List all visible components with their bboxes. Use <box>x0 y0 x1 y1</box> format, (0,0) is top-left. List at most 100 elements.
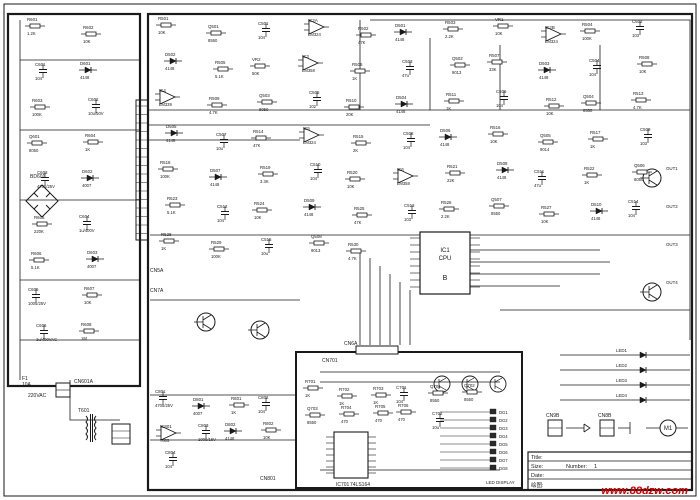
main-c503-value: 47u <box>402 73 410 78</box>
main-r516-body <box>492 131 504 137</box>
disp-r705-body <box>377 410 389 416</box>
main-c509-ref: C509 <box>640 127 651 132</box>
main-q503-body <box>261 99 273 105</box>
transformer-primary-coil <box>85 415 88 441</box>
main-r501-body <box>160 22 172 28</box>
main-d508-triangle <box>501 166 509 174</box>
main-d504-value: 4148 <box>396 109 406 114</box>
left-panel-components: R6011.2KR60210KC601104D6014148R603100KC6… <box>25 17 104 342</box>
main-q506-body <box>636 169 648 175</box>
left-r605-value: 220K <box>34 229 44 234</box>
main-c503-ref: C503 <box>402 59 413 64</box>
left-r602-ref: R602 <box>83 25 94 30</box>
display-board-fixed: CN701 IC701 74LS164 LED DISPLAY DG1DG2DG… <box>322 358 515 488</box>
board-outlines <box>3 3 697 497</box>
left-d602-ref: D602 <box>82 169 93 174</box>
main-r508-value: 10K <box>639 69 647 74</box>
main-c513-ref: C513 <box>404 203 415 208</box>
main-q508-body <box>313 240 325 246</box>
connector-cn1a-pins <box>136 105 148 234</box>
main-d502-value: 4148 <box>165 66 175 71</box>
left-d602-value: 4007 <box>82 183 92 188</box>
main-q504-ref: Q504 <box>583 94 594 99</box>
bridge-rectifier-body <box>25 184 59 218</box>
cpu-name: CPU <box>439 256 452 262</box>
main-ic4-value: LM339 <box>159 102 172 107</box>
disp-r706-ref: R706 <box>398 403 409 408</box>
main-q505-value: 9014 <box>540 147 550 152</box>
disp-c701-ref: C701 <box>396 385 407 390</box>
display-transistor-1-legs <box>438 377 447 391</box>
main-ic5-ref: IC5 <box>303 126 310 131</box>
main-c504-value: 104 <box>589 72 597 77</box>
main-r517-body <box>592 136 604 142</box>
main-c501-ref: C501 <box>258 21 269 26</box>
main-c501-value: 104 <box>258 35 266 40</box>
legend-connector-2-wire <box>618 422 631 434</box>
disp-r704-body <box>343 411 355 417</box>
main-ic2a-value: LM324 <box>308 32 321 37</box>
main-c515-ref: C515 <box>261 237 272 242</box>
display-ic-ref: IC701 <box>336 482 350 488</box>
main-c511-ref: C511 <box>534 169 545 174</box>
disp-r702-ref: R702 <box>339 387 350 392</box>
main-d509-value: 4148 <box>304 212 314 217</box>
main-q508-ref: Q508 <box>311 234 322 239</box>
left-d603-value: 4007 <box>87 264 97 269</box>
segment-dg2: DG2 <box>440 416 508 423</box>
left-r603-body <box>34 104 46 110</box>
main-ic2b-ref: IC2B <box>545 25 555 30</box>
disp-q702-body <box>466 389 478 395</box>
left-c605-ref: C605 <box>28 287 39 292</box>
main-d503-triangle <box>543 66 551 74</box>
main-r519-ref: R519 <box>260 165 271 170</box>
segment-dg6-pad <box>489 448 497 455</box>
main-q508-value: 9013 <box>311 248 321 253</box>
main-ic3-value: LM358 <box>302 68 315 73</box>
main-r515-value: 2K <box>353 148 358 153</box>
left-r607-body <box>86 292 98 298</box>
sup-d802-triangle <box>229 427 237 435</box>
led-led1-label: LED1 <box>616 348 628 353</box>
main-r507-body <box>491 59 503 65</box>
power-transistor-2-legs <box>640 284 658 300</box>
main-r524-body <box>256 207 268 213</box>
main-r521-value: 22K <box>447 178 455 183</box>
main-ic6-ref: IC6 <box>397 167 404 172</box>
main-c508-value: 104 <box>403 145 411 150</box>
left-c601-value: 104 <box>35 76 43 81</box>
main-d507-triangle <box>214 173 222 181</box>
main-c502-value: 103 <box>632 33 640 38</box>
main-q501-value: 8550 <box>208 38 218 43</box>
main-r512-value: 10K <box>546 111 554 116</box>
main-r511-body <box>448 98 460 104</box>
main-q507-ref: Q507 <box>491 197 502 202</box>
title-block-number-label: Number: <box>566 464 588 470</box>
main-d506-ref: D506 <box>440 128 451 133</box>
main-r523-body <box>169 202 181 208</box>
display-transistor-3-legs <box>494 377 503 391</box>
sup-d802-value: 4148 <box>225 436 235 441</box>
